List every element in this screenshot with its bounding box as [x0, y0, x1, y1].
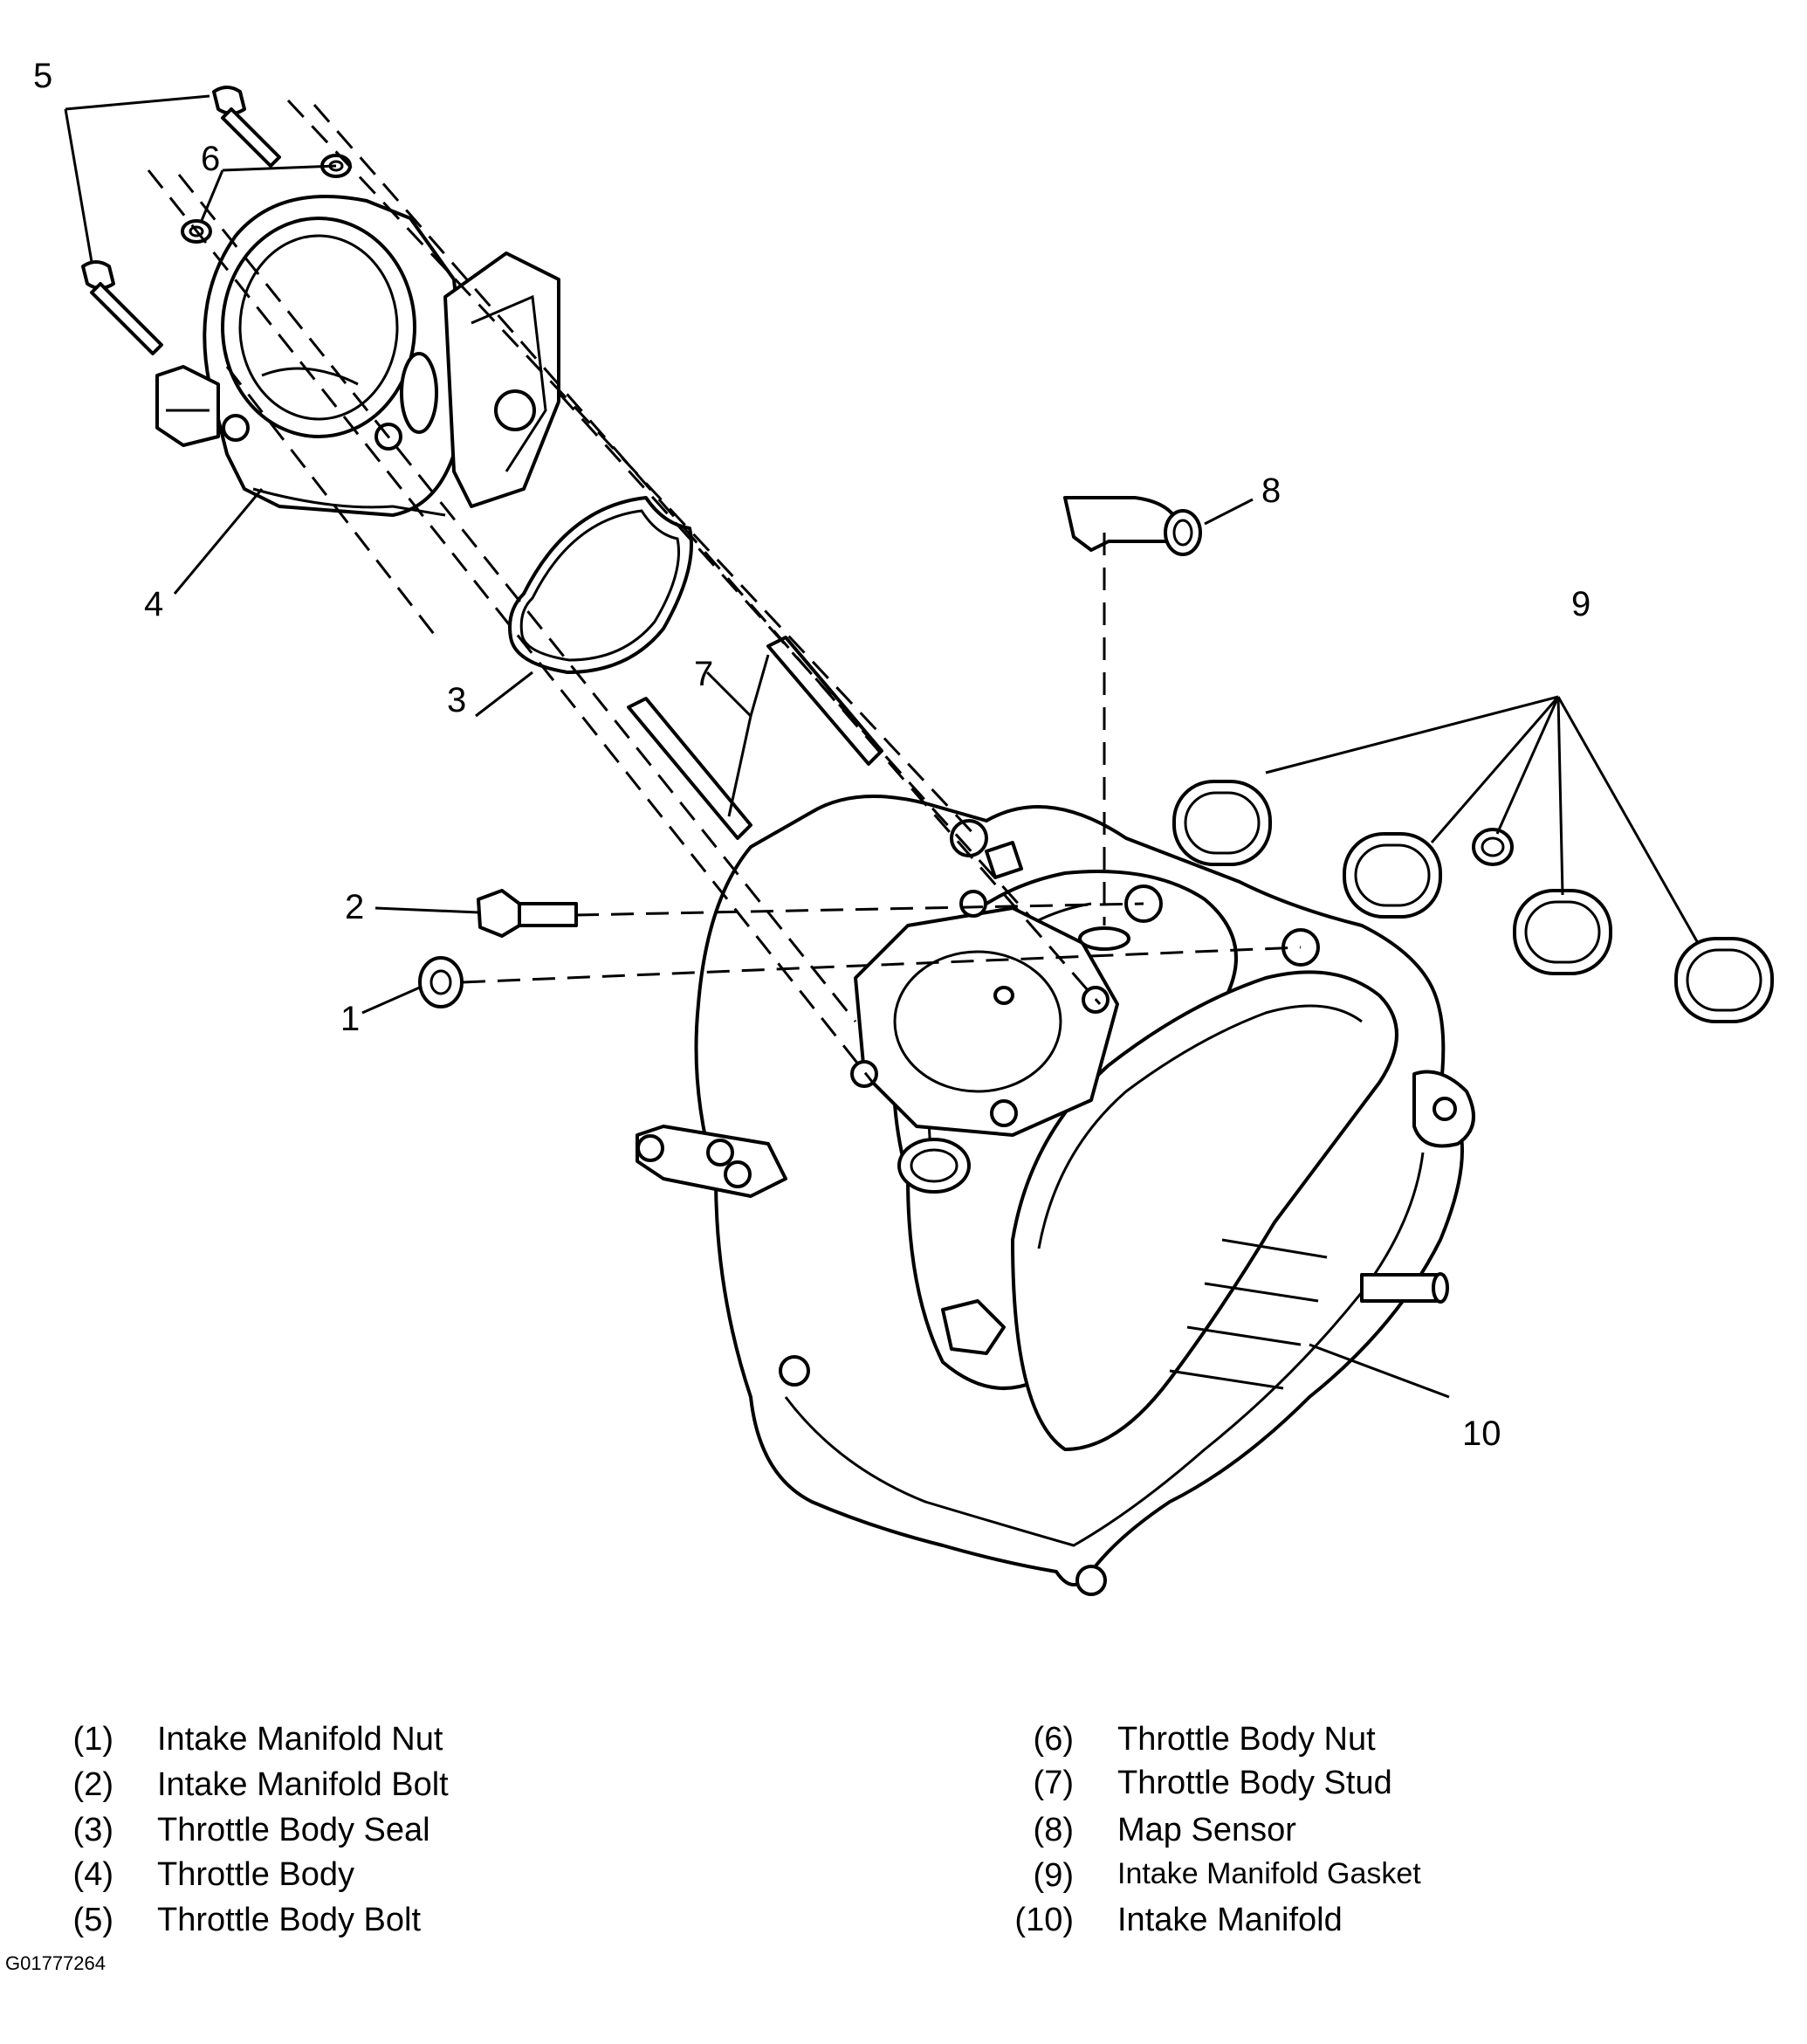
legend-label: Throttle Body Bolt [157, 1902, 422, 1938]
callout-1: 1 [340, 1000, 360, 1038]
intake-manifold-bolt [477, 889, 578, 938]
legend-label: Intake Manifold [1117, 1902, 1343, 1938]
intake-manifold-nut [418, 956, 464, 1008]
legend-number: (2) [72, 1766, 113, 1803]
throttle-body-bolts [81, 86, 281, 355]
legend-number: (10) [1014, 1902, 1074, 1938]
exploded-view-diagram: 5 6 4 3 7 8 9 2 1 10 [33, 57, 1774, 1596]
callout-9: 9 [1571, 585, 1591, 623]
legend-label: Intake Manifold Gasket [1117, 1857, 1421, 1890]
intake-manifold-gaskets [1172, 780, 1774, 1023]
legend-number: (1) [72, 1721, 113, 1758]
map-sensor [1063, 496, 1202, 556]
legend-number: (6) [1033, 1721, 1074, 1758]
callout-numbers: 5 6 4 3 7 8 9 2 1 10 [33, 57, 1591, 1453]
callout-5: 5 [33, 57, 52, 95]
legend-label: Throttle Body Nut [1117, 1721, 1376, 1758]
figure-id: G01777264 [5, 1952, 106, 1974]
callout-2: 2 [345, 888, 364, 926]
legend-label: Map Sensor [1117, 1812, 1296, 1848]
legend-label: Throttle Body Seal [157, 1812, 430, 1848]
legend-number: (4) [72, 1856, 113, 1893]
legend-number: (9) [1033, 1857, 1074, 1894]
legend-label: Intake Manifold Nut [157, 1721, 443, 1758]
callout-6: 6 [201, 140, 220, 178]
callout-3: 3 [447, 681, 466, 719]
legend-number: (8) [1033, 1812, 1074, 1848]
legend-label: Throttle Body Stud [1117, 1765, 1392, 1801]
legend-label: Throttle Body [157, 1856, 354, 1893]
throttle-body-seal [508, 496, 693, 674]
callout-10: 10 [1462, 1414, 1501, 1453]
leader-lines [64, 94, 1700, 1399]
alignment-lines [147, 99, 1302, 1084]
legend-number: (5) [72, 1902, 113, 1938]
callout-7: 7 [694, 655, 713, 693]
callout-8: 8 [1261, 471, 1281, 510]
callout-4: 4 [144, 585, 163, 623]
throttle-body [155, 195, 560, 517]
legend-label: Intake Manifold Bolt [157, 1766, 449, 1803]
legend-number: (7) [1033, 1765, 1074, 1801]
intake-manifold [636, 795, 1475, 1596]
legend-number: (3) [72, 1812, 113, 1848]
